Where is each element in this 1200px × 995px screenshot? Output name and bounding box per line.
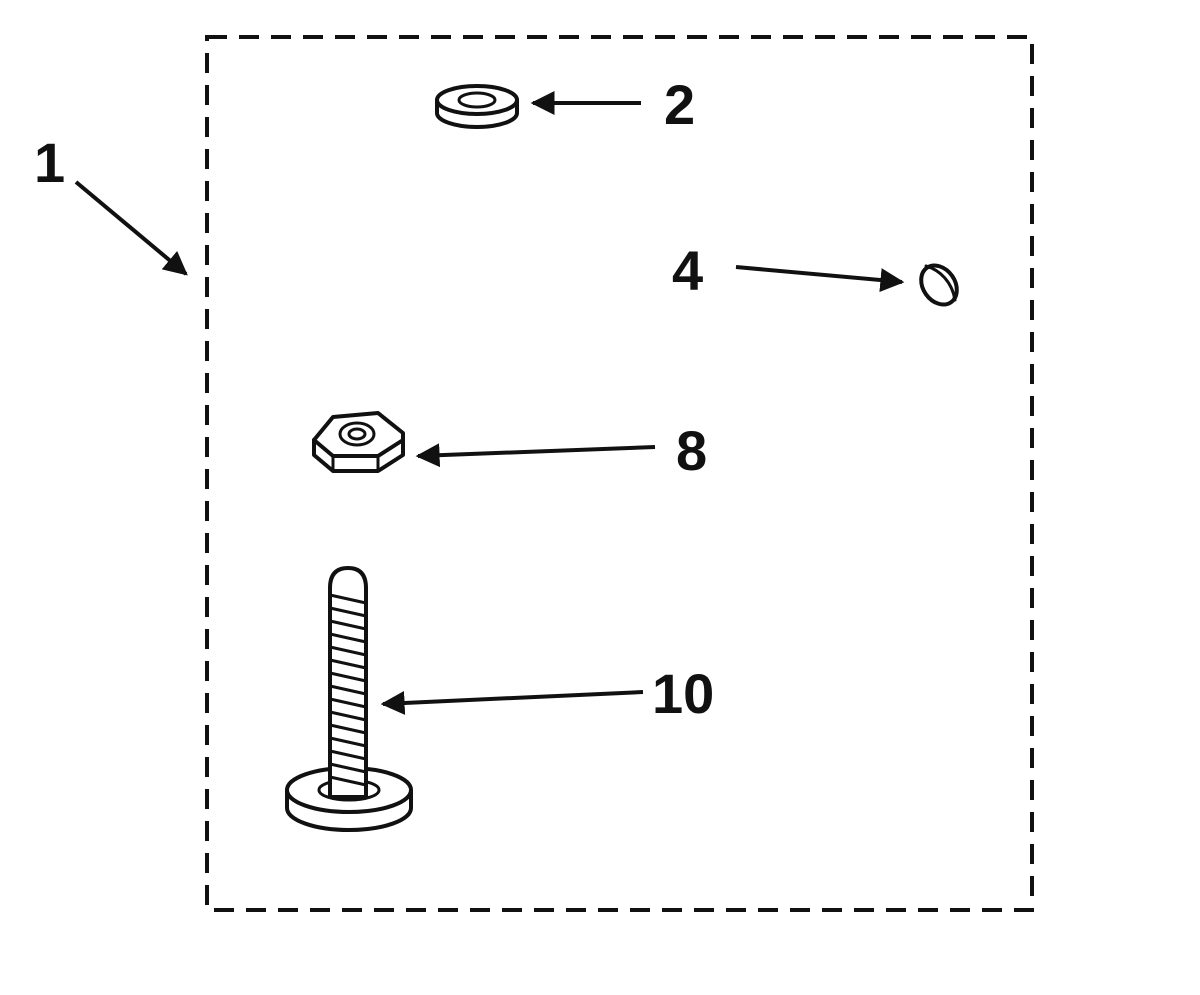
clip-part <box>919 263 959 307</box>
callout-screw: 10 <box>652 662 714 725</box>
callout-washer: 2 <box>664 73 695 136</box>
callout-clip: 4 <box>672 239 703 302</box>
leader-kit <box>74 180 188 276</box>
kit-boundary <box>205 35 1034 912</box>
screw-part <box>285 566 413 832</box>
callout-kit: 1 <box>34 131 65 194</box>
callout-nut: 8 <box>676 419 707 482</box>
washer-part <box>435 84 519 129</box>
hex-nut-part <box>312 411 405 473</box>
leader-screw <box>380 690 644 715</box>
leader-clip <box>735 265 905 293</box>
leader-nut <box>415 443 656 468</box>
